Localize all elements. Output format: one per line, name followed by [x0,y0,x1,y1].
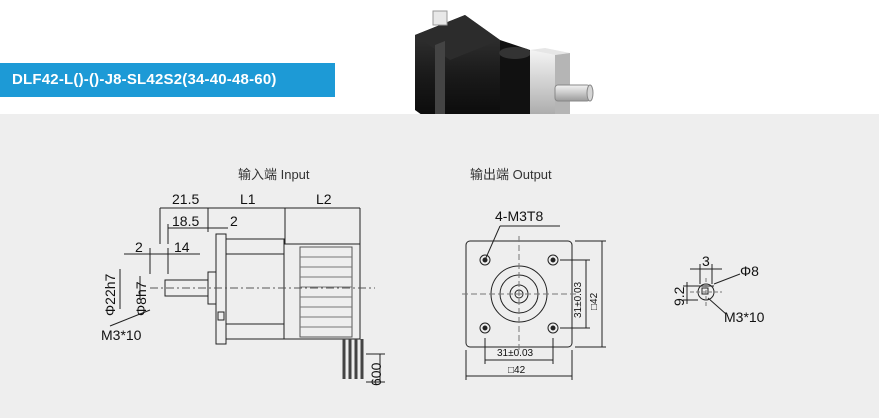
input-view-label: 输入端 Input [238,167,310,182]
header-area: DLF42-L()-()-J8-SL42S2(34-40-48-60) [0,0,879,135]
dim-18-5: 18.5 [172,213,200,229]
output-view-label: 输出端 Output [470,167,552,182]
dim-m3x10-detail: M3*10 [724,309,765,325]
dim-31-horizontal: 31±0.03 [497,348,534,359]
dim-31-vertical: 31±0.03 [573,281,584,318]
product-model-title: DLF42-L()-()-J8-SL42S2(34-40-48-60) [0,63,335,97]
dim-3: 3 [702,253,710,269]
product-photo [415,10,594,135]
dim-l1: L1 [240,191,256,207]
dim-14: 14 [174,239,190,255]
dim-21-5: 21.5 [172,191,200,207]
dim-phi8h7: Φ8h7 [133,281,149,316]
dim-42-horizontal: □42 [508,365,526,376]
technical-drawing-area: 输入端 Input 输出端 Output [0,114,879,418]
dim-phi22h7: Φ22h7 [102,273,118,316]
dim-phi8: Φ8 [740,263,759,279]
dim-m3x10-side: M3*10 [101,327,142,343]
dim-hole-note: 4-M3T8 [495,208,544,224]
dim-42-vertical: □42 [589,292,600,310]
dim-2-b: 2 [230,213,238,229]
dim-9-2: 9.2 [671,286,687,306]
dim-l2: L2 [316,191,332,207]
dim-600: 600 [368,362,384,386]
line-drawing [109,207,741,383]
dim-2-a: 2 [135,239,143,255]
